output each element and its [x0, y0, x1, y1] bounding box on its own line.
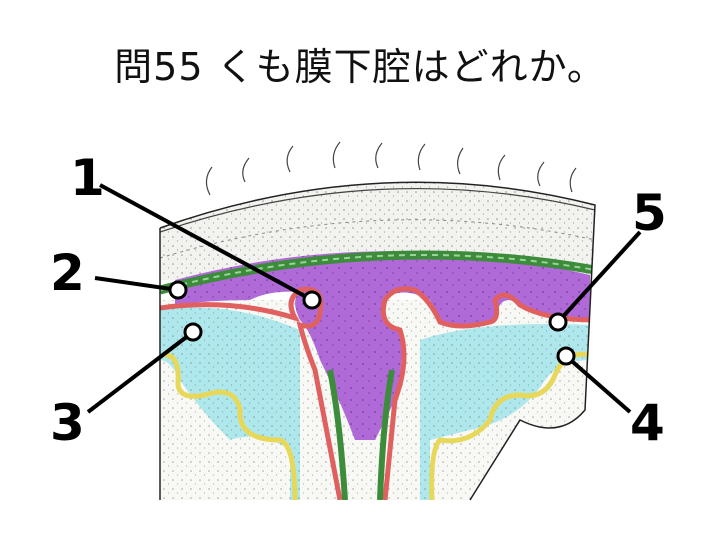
label-5: 5	[632, 184, 667, 242]
cortex-outline-right	[429, 351, 591, 500]
marker-circles	[168, 280, 576, 366]
falx	[327, 369, 395, 500]
marker-5	[548, 312, 568, 332]
leader-lines	[86, 183, 642, 414]
marker-4	[556, 346, 576, 366]
label-1: 1	[70, 149, 105, 207]
marker-2	[168, 280, 188, 300]
scalp-hair	[205, 141, 577, 196]
label-2: 2	[50, 244, 85, 302]
label-3: 3	[50, 394, 85, 452]
pia-mater	[160, 286, 343, 500]
cortex-outline-left	[164, 352, 298, 500]
label-4: 4	[630, 394, 665, 452]
marker-1	[302, 290, 322, 310]
marker-3	[183, 322, 203, 342]
question-title: 問55 くも膜下腔はどれか。	[114, 45, 606, 89]
